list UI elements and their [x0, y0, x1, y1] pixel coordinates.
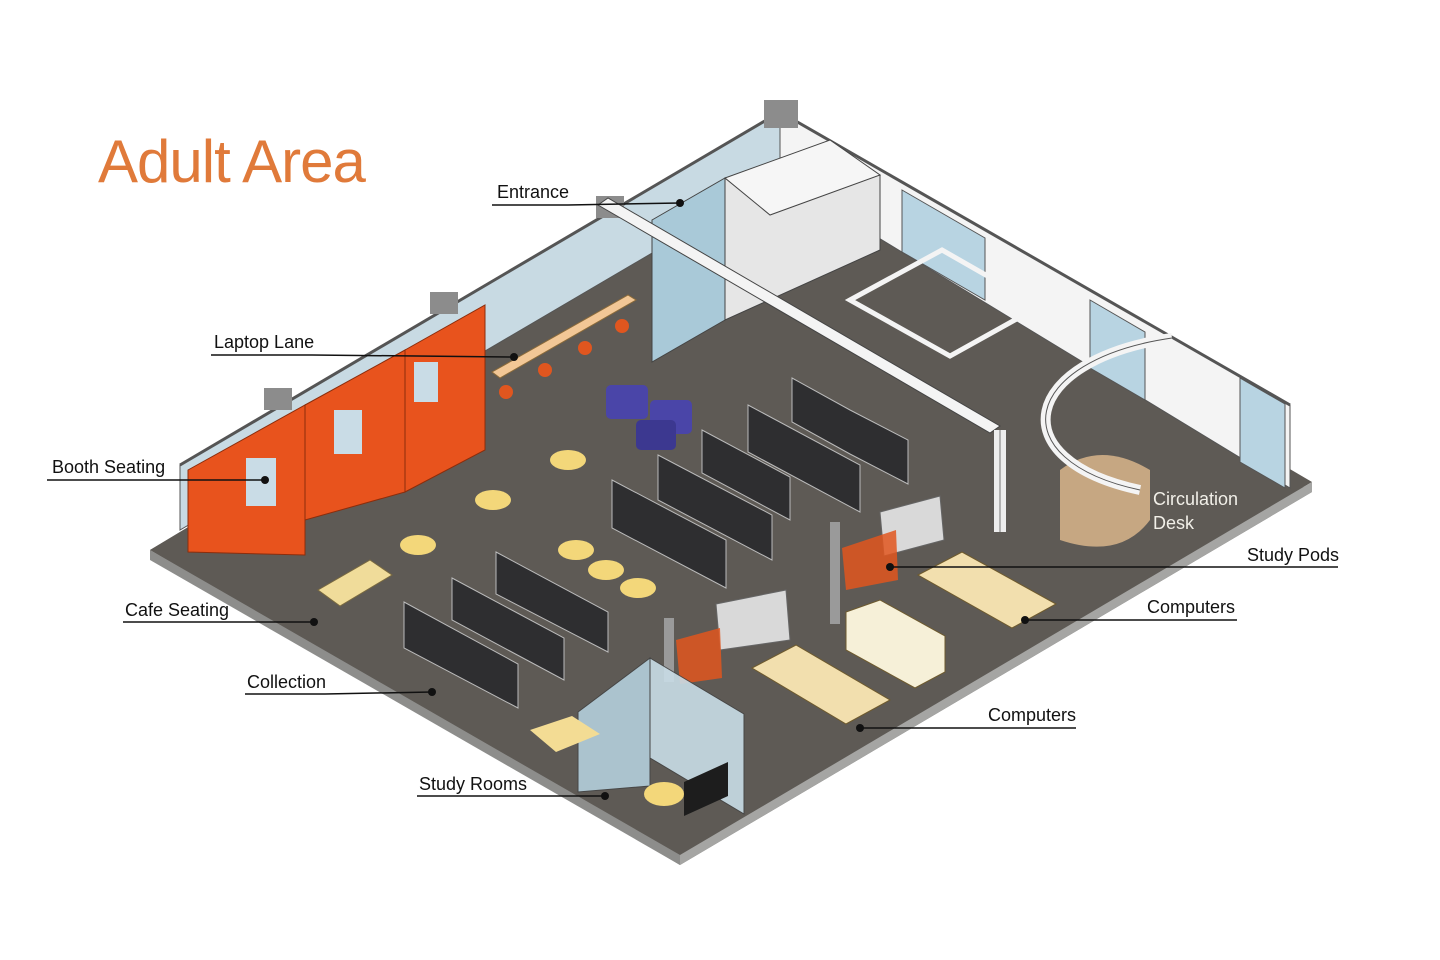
dot-cafe-seating: [310, 618, 318, 626]
pod-column-2: [664, 618, 674, 682]
callout-computers-upper: Computers: [1147, 597, 1236, 617]
dot-laptop-lane: [510, 353, 518, 361]
circulation-canopy-outline: [1045, 337, 1173, 491]
booth-window-3: [414, 362, 438, 402]
study-pod-4: [676, 628, 722, 684]
study-room-table-2: [644, 782, 684, 806]
shelf-2: [747, 404, 861, 513]
sofa-1: [606, 385, 648, 419]
wall-column-2: [430, 292, 458, 314]
circulation-desk-line1: Circulation: [1153, 489, 1239, 509]
floor-edge-left: [150, 550, 680, 865]
callout-entrance: Entrance: [497, 182, 570, 202]
callout-study-rooms: Study Rooms: [419, 774, 528, 794]
shelf-8: [403, 601, 519, 709]
callout-laptop-lane: Laptop Lane: [214, 332, 315, 352]
shelf-5: [611, 479, 727, 589]
right-window-3: [1239, 377, 1286, 489]
callout-computers-lower: Computers: [988, 705, 1077, 725]
printer-station: [845, 599, 946, 689]
booth-window-2: [334, 410, 362, 454]
shelf-3: [701, 429, 791, 521]
study-rooms: [530, 657, 745, 816]
entrance-vestibule: [651, 139, 882, 363]
dot-computers-upper: [1021, 616, 1029, 624]
computer-table-lower: [750, 644, 892, 725]
right-wall-top: [779, 110, 1291, 407]
computer-table-upper: [916, 551, 1058, 629]
vestibule-top: [724, 139, 882, 216]
computer-stations: [750, 551, 1058, 725]
dot-study-rooms: [601, 792, 609, 800]
dot-collection: [428, 688, 436, 696]
leader-entrance: [492, 202, 681, 206]
cafe-table-6: [620, 578, 656, 598]
cafe-lounge-chairs: [317, 559, 393, 607]
lane-stool-4: [615, 319, 629, 333]
sofa-3: [636, 420, 676, 450]
page-title: Adult Area: [98, 128, 366, 195]
cafe-table-2: [475, 490, 511, 510]
circulation-desk-area: [844, 247, 1173, 547]
shelf-6: [495, 551, 609, 653]
circulation-desk-line2: Desk: [1153, 513, 1195, 534]
pod-column-1: [830, 522, 840, 624]
dot-study-pods: [886, 563, 894, 571]
shelf-4: [657, 454, 773, 561]
ceiling-frame: [844, 247, 1046, 359]
dot-entrance: [676, 199, 684, 207]
callout-leaders: [47, 202, 1338, 797]
study-room-screen: [684, 762, 728, 816]
laptop-lane: [491, 294, 637, 399]
callout-circulation-desk: Circulation Desk: [1153, 487, 1238, 536]
lounge-seating: [606, 385, 692, 450]
callout-booth-seating: Booth Seating: [52, 457, 166, 477]
study-pods: [664, 495, 945, 684]
collection-shelves: [403, 377, 909, 709]
leader-dots: [261, 199, 1029, 800]
lane-stool-3: [578, 341, 592, 355]
laptop-lane-counter: [491, 294, 637, 379]
cafe-tables: [317, 450, 656, 607]
right-window-1: [901, 189, 986, 301]
dot-computers-lower: [856, 724, 864, 732]
cafe-table-1: [550, 450, 586, 470]
circulation-desk-counter: [1060, 455, 1150, 547]
lane-stool-1: [499, 385, 513, 399]
cafe-table-5: [588, 560, 624, 580]
callout-study-pods: Study Pods: [1247, 545, 1340, 565]
study-pod-2: [842, 530, 898, 590]
booth-3: [404, 304, 486, 493]
wall-column-3: [264, 388, 292, 410]
corner-column: [764, 100, 798, 128]
callout-cafe-seating: Cafe Seating: [125, 600, 230, 620]
lane-stool-2: [538, 363, 552, 377]
leader-laptop-lane: [211, 354, 515, 358]
shelf-1: [791, 377, 909, 485]
cafe-table-4: [558, 540, 594, 560]
leader-collection: [245, 691, 433, 695]
shelf-7: [451, 577, 565, 681]
beam-long: [597, 197, 1001, 434]
cafe-table-3: [400, 535, 436, 555]
booth-window-1: [246, 458, 276, 506]
ceiling-beam: [597, 197, 1006, 532]
callout-collection: Collection: [247, 672, 327, 692]
dot-booth-seating: [261, 476, 269, 484]
study-room-table-1: [530, 716, 600, 752]
floor-edge-right: [680, 482, 1312, 865]
